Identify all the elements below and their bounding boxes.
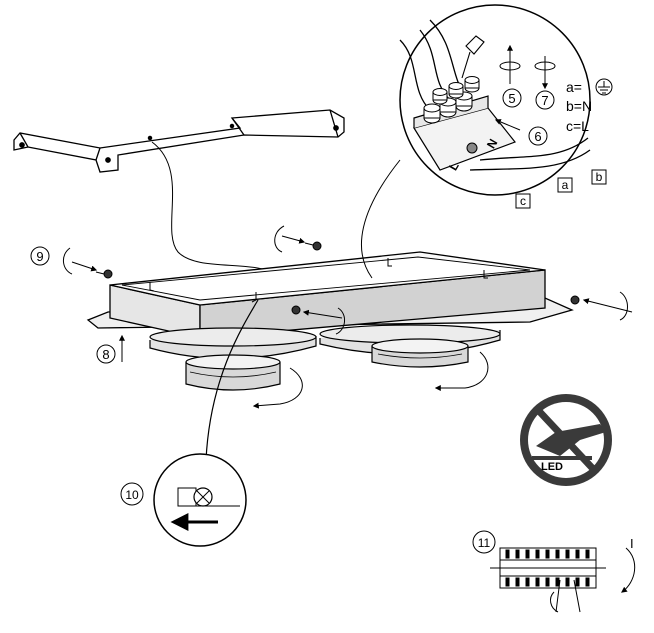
no-touch-led-icon	[520, 394, 612, 486]
rotate-arrow-icon	[63, 247, 98, 275]
screw	[95, 269, 113, 279]
step-label-10: 10	[120, 482, 144, 506]
wire-tag-c: c	[520, 194, 526, 208]
svg-text:8: 8	[102, 347, 109, 362]
ground-screw-detail	[153, 299, 259, 547]
step-label-8: 8	[96, 344, 116, 364]
led-badge: LED	[541, 461, 563, 473]
step-label-7: 7	[535, 90, 555, 110]
rotate-arrow-icon	[302, 307, 345, 335]
ground-symbol-icon	[595, 78, 613, 96]
svg-text:11: 11	[478, 536, 491, 550]
screwdriver-icon	[461, 35, 485, 79]
svg-text:7: 7	[541, 93, 548, 108]
terminal-detail	[399, 4, 613, 209]
step-label-6: 6	[528, 126, 548, 146]
switch-mark: I	[630, 536, 634, 551]
rotate-arrow-icon	[252, 367, 303, 409]
svg-text:9: 9	[36, 249, 43, 264]
step-label-11: 11	[472, 530, 496, 554]
lamp-housing	[86, 251, 574, 339]
legend-a: a=	[566, 79, 582, 95]
light-head-right	[319, 324, 501, 368]
step-label-5: 5	[502, 88, 522, 108]
legend-b: b=N	[566, 98, 592, 114]
svg-text:6: 6	[534, 129, 541, 144]
wire-tag-a: a	[562, 178, 569, 192]
circuit-breaker-icon	[490, 547, 636, 613]
screw	[291, 305, 301, 315]
mounting-bracket	[13, 109, 345, 173]
svg-text:5: 5	[508, 91, 515, 106]
light-head-left	[149, 327, 317, 391]
screw	[304, 241, 322, 251]
rotate-arrow-icon	[274, 225, 306, 253]
rotate-arrow-icon	[434, 351, 489, 391]
wire-tag-b: b	[596, 170, 603, 184]
rotate-arrow-icon	[582, 291, 633, 321]
screw	[570, 295, 580, 305]
rotate-arrow-icon	[499, 44, 521, 84]
svg-text:10: 10	[125, 488, 139, 502]
rotate-arrow-icon	[534, 56, 556, 90]
legend-c: c=L	[566, 118, 589, 134]
detail-leader	[360, 159, 401, 279]
step-label-9: 9	[30, 246, 50, 266]
